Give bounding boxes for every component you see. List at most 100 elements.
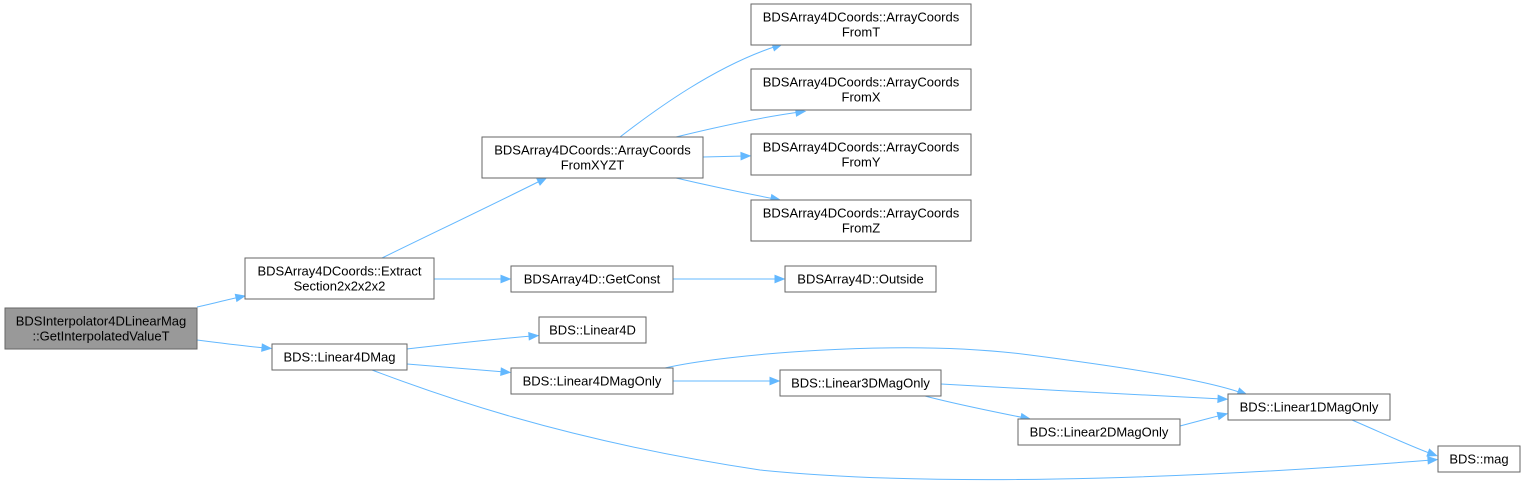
node-label: Section2x2x2x2: [294, 279, 386, 294]
node-label: BDS::Linear2DMagOnly: [1030, 425, 1169, 440]
node-box: [779, 369, 942, 397]
node-box: [1227, 393, 1391, 421]
arrowhead-icon: [234, 293, 247, 303]
arrowhead-icon: [500, 274, 512, 284]
edge-line: [675, 177, 776, 200]
edge-n2-n7: [371, 369, 1439, 481]
edge-line: [196, 296, 241, 308]
edge-n1-n3: [381, 177, 548, 259]
node-label: BDSInterpolator4DLinearMag: [16, 314, 187, 329]
node-box: [510, 367, 674, 395]
node-label: BDSArray4DCoords::ArrayCoords: [763, 10, 960, 25]
edges-layer: [196, 43, 1439, 481]
edge-n6-n13: [664, 347, 1248, 396]
edge-n14-n13: [940, 383, 1229, 404]
node-box: [750, 68, 972, 111]
edge-n3-n9: [675, 108, 807, 138]
edge-line: [381, 179, 543, 259]
edge-line: [1179, 414, 1223, 427]
edge-n3-n10: [702, 151, 752, 161]
node-label: FromY: [842, 155, 881, 170]
edge-n0-n1: [196, 293, 247, 308]
graph-node[interactable]: BDS::Linear3DMagOnly: [779, 369, 942, 397]
edge-line: [406, 363, 506, 373]
edge-line: [619, 45, 778, 138]
node-label: FromX: [842, 90, 881, 105]
node-box: [510, 265, 674, 293]
graph-node[interactable]: BDS::Linear2DMagOnly: [1017, 418, 1181, 446]
edge-n0-n2: [196, 339, 273, 352]
arrowhead-icon: [740, 151, 752, 161]
node-box: [538, 316, 647, 344]
node-label: FromZ: [842, 221, 880, 236]
edge-n4-n12: [673, 274, 786, 284]
node-label: BDS::mag: [1449, 452, 1508, 467]
node-label: BDS::Linear4D: [549, 323, 636, 338]
node-label: FromXYZT: [561, 158, 625, 173]
node-label: BDS::Linear4DMagOnly: [523, 374, 662, 389]
node-box: [244, 257, 435, 300]
node-box: [750, 133, 972, 176]
arrowhead-icon: [500, 367, 512, 376]
graph-node[interactable]: BDSArray4D::GetConst: [510, 265, 674, 293]
edge-n3-n11: [675, 177, 782, 203]
edge-n13-n7: [1351, 419, 1438, 457]
node-box: [1437, 445, 1521, 473]
arrowhead-icon: [769, 376, 781, 386]
graph-node[interactable]: BDS::Linear4DMagOnly: [510, 367, 674, 395]
node-box: [4, 307, 198, 350]
node-box: [750, 3, 972, 46]
node-label: BDSArray4D::GetConst: [524, 272, 661, 287]
arrowhead-icon: [261, 343, 273, 352]
node-label: BDS::Linear1DMagOnly: [1240, 400, 1379, 415]
node-label: BDSArray4D::Outside: [797, 272, 923, 287]
arrowhead-icon: [1217, 394, 1229, 404]
node-label: BDSArray4DCoords::ArrayCoords: [494, 143, 691, 158]
node-box: [784, 265, 937, 293]
graph-node[interactable]: BDS::mag: [1437, 445, 1521, 473]
arrowhead-icon: [536, 177, 548, 186]
node-label: BDS::Linear4DMag: [284, 350, 396, 365]
node-box: [271, 343, 408, 371]
arrowhead-icon: [1216, 411, 1229, 421]
node-label: BDSArray4DCoords::ArrayCoords: [763, 75, 960, 90]
edge-n1-n4: [434, 274, 512, 284]
root-node: BDSInterpolator4DLinearMag::GetInterpola…: [4, 307, 198, 350]
node-label: FromT: [842, 25, 880, 40]
node-label: ::GetInterpolatedValueT: [32, 329, 169, 344]
edge-line: [196, 339, 267, 349]
edge-line: [371, 369, 1433, 481]
node-box: [1017, 418, 1181, 446]
edge-line: [702, 155, 746, 158]
edge-n14-n15: [924, 395, 1032, 422]
arrowhead-icon: [528, 332, 540, 341]
edge-n3-n8: [619, 43, 784, 138]
graph-node[interactable]: BDS::Linear4D: [538, 316, 647, 344]
edge-line: [664, 347, 1243, 394]
node-label: BDSArray4DCoords::ArrayCoords: [763, 206, 960, 221]
arrowhead-icon: [774, 274, 786, 284]
edge-line: [924, 395, 1026, 419]
arrowhead-icon: [1427, 456, 1439, 465]
edge-line: [1351, 419, 1433, 455]
edge-n2-n6: [406, 363, 512, 376]
edge-line: [406, 335, 534, 350]
edge-n6-n14: [673, 376, 781, 386]
edge-n15-n13: [1179, 411, 1229, 427]
arrowhead-icon: [1426, 448, 1438, 457]
graph-node[interactable]: BDSArray4D::Outside: [784, 265, 937, 293]
graph-node[interactable]: BDS::Linear4DMag: [271, 343, 408, 371]
node-label: BDSArray4DCoords::ArrayCoords: [763, 140, 960, 155]
graph-node[interactable]: BDS::Linear1DMagOnly: [1227, 393, 1391, 421]
node-box: [750, 199, 972, 242]
node-label: BDSArray4DCoords::Extract: [258, 264, 422, 279]
edge-line: [675, 111, 801, 138]
edge-line: [940, 383, 1223, 400]
